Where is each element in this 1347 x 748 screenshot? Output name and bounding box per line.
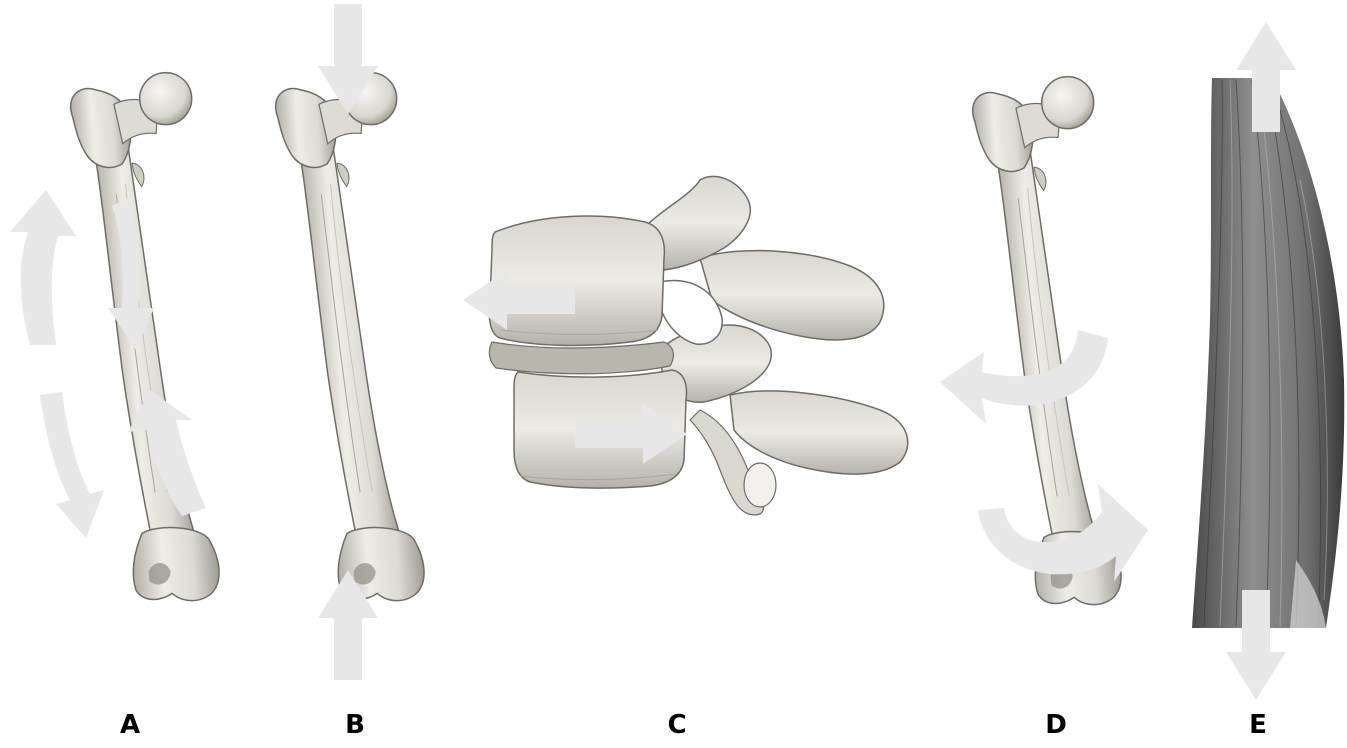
panel-b-label: B: [325, 712, 385, 738]
panel-a-arrow-lower-left: [40, 392, 104, 538]
panel-c-vertebrae-illustration: [489, 176, 907, 515]
panel-e-label: E: [1228, 712, 1288, 738]
panel-b-femur-illustration: [274, 71, 432, 607]
panel-e-muscle-illustration: [1192, 78, 1344, 628]
panel-d-label: D: [1026, 712, 1086, 738]
panel-a-label: A: [100, 712, 160, 738]
panel-c-label: C: [647, 712, 707, 738]
panel-a-arrow-upper-left: [10, 190, 76, 345]
panel-a-femur-illustration: [69, 71, 227, 607]
